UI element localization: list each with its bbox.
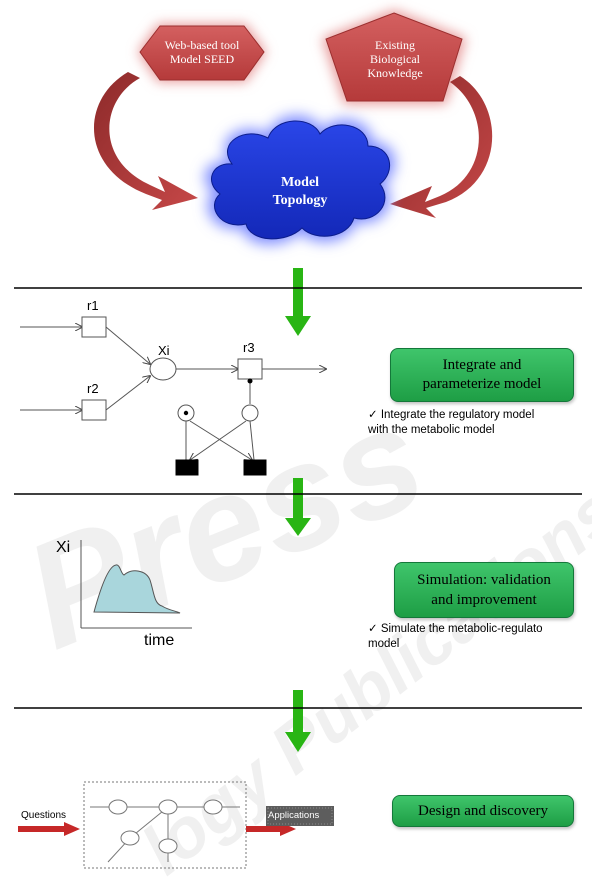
node-r3-box (237, 358, 263, 380)
metabolic-network (20, 316, 326, 476)
model-seed-label: Web-based tool Model SEED (164, 38, 240, 66)
node-r1-box (81, 316, 107, 338)
simulation-plot (80, 540, 192, 629)
gene-block-right (243, 459, 267, 476)
applications-box (266, 806, 334, 826)
biological-knowledge-shape (322, 10, 466, 104)
node-r1-label: r1 (87, 298, 99, 313)
model-topology-label: Model Topology (272, 175, 328, 208)
model-topology-cloud (204, 115, 396, 245)
integrate-parameterize-box: Integrate and parameterize model (390, 348, 574, 402)
right-curved-arrow (390, 76, 493, 218)
green-arrow-3 (285, 690, 311, 752)
plot-y-label: Xi (56, 539, 71, 556)
green-arrow-1 (285, 268, 311, 336)
plot-x-label: time (144, 632, 175, 649)
gene-block-left (175, 459, 199, 476)
simulation-label: Simulation: validation and improvement (417, 572, 551, 608)
discovery-network (18, 781, 334, 869)
applications-label: Applications (268, 810, 320, 821)
design-discovery-box: Design and discovery (392, 795, 574, 827)
node-r2-label: r2 (87, 381, 99, 396)
node-xi-circle (149, 357, 177, 381)
green-arrow-2 (285, 478, 311, 536)
simulation-note: ✓ Simulate the metabolic-regulato model (368, 623, 543, 650)
network-frame (83, 781, 247, 869)
regulator-circle-right (241, 404, 259, 422)
plot-area (93, 564, 181, 614)
integrate-note: ✓ Integrate the regulatory model with th… (368, 409, 535, 436)
design-discovery-label: Design and discovery (418, 802, 548, 819)
diagram-canvas (14, 10, 582, 869)
simulation-box: Simulation: validation and improvement (394, 562, 574, 618)
node-r2-box (81, 399, 107, 421)
biological-knowledge-label: Existing Biological Knowledge (367, 38, 423, 80)
node-xi-label: Xi (158, 343, 170, 358)
model-seed-shape (138, 24, 266, 82)
node-r3-label: r3 (243, 340, 255, 355)
questions-arrow (18, 822, 80, 836)
questions-label: Questions (21, 810, 67, 821)
integrate-parameterize-label: Integrate and parameterize model (422, 357, 542, 392)
left-curved-arrow (93, 72, 198, 210)
